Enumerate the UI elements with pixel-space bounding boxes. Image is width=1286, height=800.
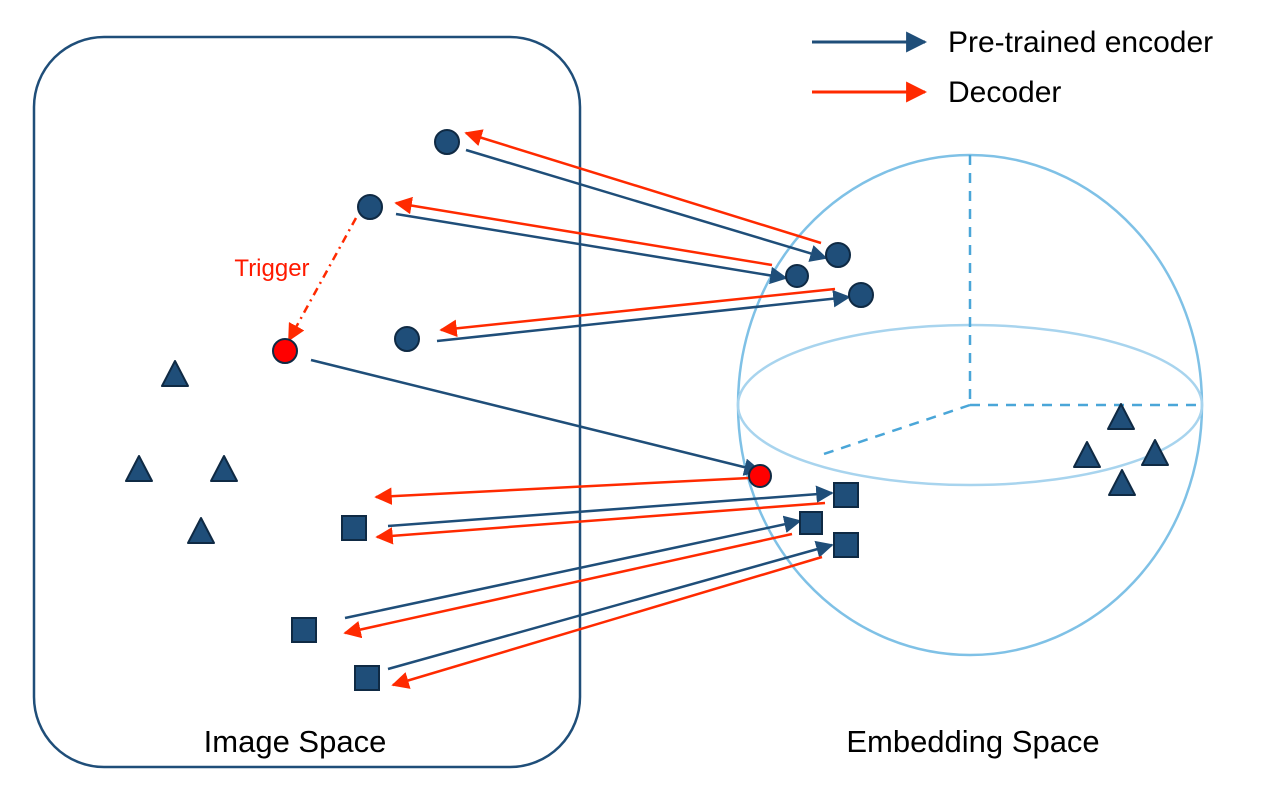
triangle-node [1107, 403, 1135, 430]
legend-decoder-label: Decoder [948, 76, 1061, 109]
decoder-arrow [464, 129, 822, 245]
triangle-node [125, 455, 153, 482]
embedding-space-label: Embedding Space [846, 724, 1099, 759]
trigger-label: Trigger [234, 255, 309, 282]
trigger-node [272, 338, 298, 364]
triangle-node [161, 360, 189, 387]
legend-encoder-label: Pre-trained encoder [948, 26, 1213, 59]
triangle-node [1108, 469, 1136, 496]
decoder-arrows [343, 129, 836, 689]
trigger-node [748, 464, 772, 488]
sphere-axis-diagonal [817, 403, 971, 458]
embedding-space-nodes [748, 242, 1169, 558]
trigger-arrow [287, 217, 358, 342]
square-node [799, 511, 823, 535]
encoder-arrow [387, 540, 834, 671]
square-node [833, 482, 859, 508]
encoder-arrow-trigger [310, 358, 762, 476]
circle-node [848, 282, 874, 308]
image-space-nodes [125, 129, 460, 691]
decoder-arrow [375, 501, 826, 545]
legend: Pre-trained encoder Decoder [812, 26, 1213, 109]
encoder-arrows [310, 148, 851, 671]
encoder-arrow [436, 289, 851, 343]
encoder-arrow [465, 148, 828, 262]
decoder-arrow [391, 555, 823, 689]
encoder-arrow [344, 515, 802, 620]
decoder-arrow [374, 476, 750, 505]
triangle-node [1141, 439, 1169, 466]
decoder-arrow [439, 287, 836, 338]
square-node [291, 617, 317, 643]
embedding-sphere [736, 153, 1204, 657]
decoder-arrow [394, 196, 773, 267]
square-node [833, 532, 859, 558]
circle-node [434, 129, 460, 155]
circle-node [394, 326, 420, 352]
circle-node [785, 264, 809, 288]
encoder-arrow [387, 485, 834, 528]
image-space-box [32, 35, 582, 769]
encoder-arrow [395, 212, 788, 285]
square-node [354, 665, 380, 691]
decoder-arrow [343, 532, 793, 639]
triangle-node [210, 455, 238, 482]
square-node [341, 515, 367, 541]
triangle-node [187, 517, 215, 544]
triangle-node [1073, 441, 1101, 468]
circle-node [357, 194, 383, 220]
image-space-label: Image Space [204, 724, 387, 759]
circle-node [825, 242, 851, 268]
